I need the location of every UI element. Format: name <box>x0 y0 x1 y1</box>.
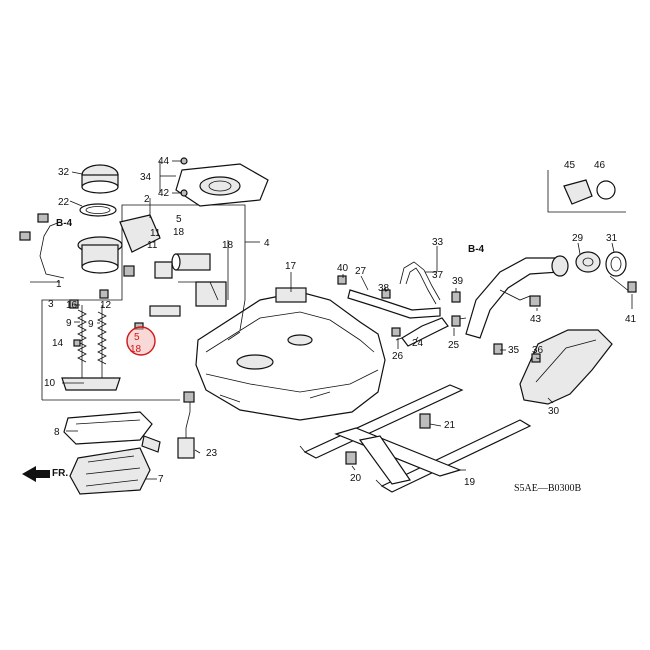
diagram-code: S5AE—B0300B <box>514 483 582 494</box>
part-label-17: 17 <box>285 261 297 272</box>
fuel-tank <box>195 287 386 421</box>
pump-module <box>119 214 227 317</box>
o-ring-seal <box>79 203 117 217</box>
part-label-23: 23 <box>206 448 218 459</box>
vent-pipe <box>399 261 441 305</box>
part-label-18: 18 <box>173 227 185 238</box>
fuel-pump-cap <box>81 164 119 194</box>
part-label-22: 22 <box>58 197 70 208</box>
fuel-level-sender <box>141 391 195 459</box>
part-label-18b: 18 <box>222 240 234 251</box>
ref-callout-right: B-4 <box>468 244 485 255</box>
filler-neck-pipe <box>465 255 569 339</box>
part-label-21: 21 <box>444 420 456 431</box>
part-label-20: 20 <box>350 473 362 484</box>
part-label-4: 4 <box>264 238 270 249</box>
front-direction-arrow-icon <box>22 466 50 482</box>
breather-hose <box>347 289 441 319</box>
part-label-36: 36 <box>532 345 544 356</box>
part-label-1: 1 <box>56 279 62 290</box>
part-label-3: 3 <box>48 299 54 310</box>
part-label-11: 11 <box>150 228 161 239</box>
part-label-12: 12 <box>100 300 112 311</box>
filler-base <box>575 251 601 273</box>
tank-cover-plate <box>175 163 269 207</box>
part-label-8: 8 <box>54 427 60 438</box>
ref-callout-left: B-4 <box>56 218 73 229</box>
part-label-40: 40 <box>337 263 349 274</box>
part-label-25: 25 <box>448 340 460 351</box>
part-label-46: 46 <box>594 160 606 171</box>
part-label-44: 44 <box>158 156 170 167</box>
fuel-pump-assembly-box <box>41 204 260 401</box>
tank-support-frame <box>299 384 532 493</box>
part-label-30: 30 <box>548 406 560 417</box>
fuel-pump-housing <box>19 213 123 279</box>
direction-label: FR. <box>52 468 68 479</box>
spring-rod-left <box>77 305 87 378</box>
part-label-19: 19 <box>464 477 476 488</box>
part-label-10: 10 <box>44 378 56 389</box>
fuel-strainer <box>69 447 151 495</box>
leader-lines <box>30 160 633 480</box>
reservoir-cup <box>63 411 153 445</box>
part-label-41: 41 <box>625 314 637 325</box>
pump-bracket <box>61 377 121 391</box>
splash-shield <box>519 329 613 405</box>
part-label-42: 42 <box>158 188 170 199</box>
part-label-39: 39 <box>452 276 464 287</box>
part-label-5: 5 <box>176 214 182 225</box>
part-label-29: 29 <box>572 233 584 244</box>
fastener-bolts <box>69 157 637 363</box>
part-label-35: 35 <box>508 345 520 356</box>
fuel-cap <box>605 251 631 293</box>
part-label-16: 16 <box>66 300 78 311</box>
part-label-43: 43 <box>530 314 542 325</box>
part-label-26: 26 <box>392 351 404 362</box>
highlighted-label-5: 5 <box>134 332 140 343</box>
part-label-31: 31 <box>606 233 618 244</box>
filler-door-box <box>547 170 626 213</box>
highlighted-label-18: 18 <box>130 344 142 355</box>
part-label-2: 2 <box>144 194 150 205</box>
part-label-14: 14 <box>52 338 64 349</box>
part-label-32: 32 <box>58 167 70 178</box>
part-label-37: 37 <box>432 270 444 281</box>
part-label-9: 9 <box>66 318 72 329</box>
part-label-45: 45 <box>564 160 576 171</box>
part-label-33: 33 <box>432 237 444 248</box>
part-label-38: 38 <box>378 283 390 294</box>
part-label-7: 7 <box>158 474 164 485</box>
spring-rod-right <box>97 305 107 378</box>
part-label-34: 34 <box>140 172 152 183</box>
part-label-11b: 11 <box>147 240 158 251</box>
part-label-24: 24 <box>412 338 424 349</box>
part-label-9b: 9 <box>88 319 94 330</box>
highlighted-part-circle <box>126 326 156 356</box>
part-number-labels: 32 22 44 34 42 2 11 11 5 18 18 4 1 3 16 … <box>44 156 637 488</box>
part-label-27: 27 <box>355 266 367 277</box>
